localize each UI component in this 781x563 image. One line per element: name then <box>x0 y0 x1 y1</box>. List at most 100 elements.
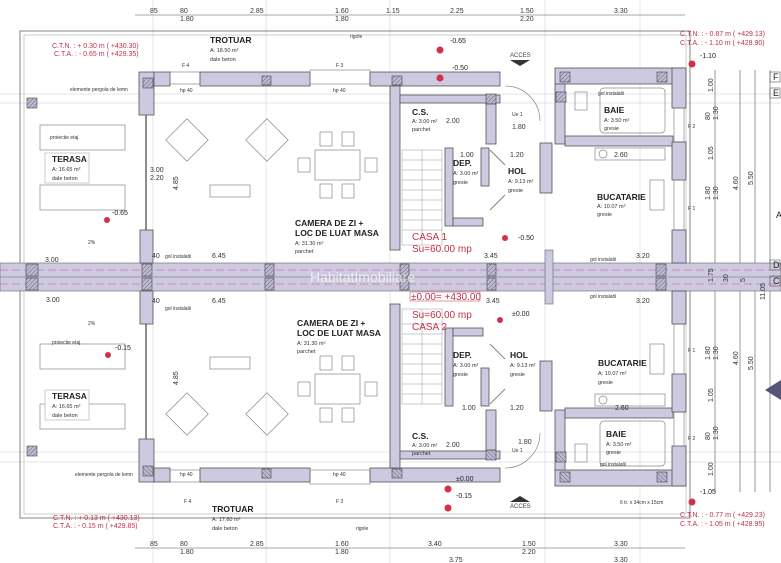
room-cs-1: C.S. A: 3.00 m² parchet <box>412 107 438 133</box>
dimension-label: 1.60 <box>335 541 349 548</box>
casa-1-area: Su=60.00 mp <box>412 244 472 255</box>
note: Ue 1 <box>512 112 523 118</box>
room-name: BAIE <box>606 429 627 439</box>
cta-bottom-right: C.T.A. : - 1.05 m ( +428.95) <box>680 521 765 528</box>
elevation-label: -1.10 <box>700 53 716 60</box>
casa-2-label: CASA 2 <box>412 322 447 333</box>
dimension-label: 1.20 <box>510 405 524 412</box>
dimension-label: 2.60 <box>615 405 629 412</box>
note: F 2 <box>688 436 695 442</box>
axis-label: C <box>773 276 780 286</box>
arrow-up-icon <box>510 496 530 502</box>
access-label: ACCES <box>510 53 531 59</box>
room-finish: dale beton <box>52 413 78 419</box>
room-finish: dale beton <box>52 176 78 182</box>
note: proiectie etaj <box>52 340 80 346</box>
dimension-label: 3.20 <box>636 253 650 260</box>
dimension-label: 3.00 <box>46 297 60 304</box>
dimension-label: 80 <box>180 541 188 548</box>
room-name: DEP. <box>453 350 472 360</box>
note: hp 40 <box>180 88 193 94</box>
dimension-label: 3.45 <box>486 298 500 305</box>
dimension-label: 1.80 <box>335 549 349 556</box>
room-area: A: 9.13 m² <box>510 363 536 369</box>
note: F 4 <box>184 499 191 505</box>
room-area: A: 3.00 m² <box>412 443 438 449</box>
ctn-top-right: C.T.N. : - 0.87 m ( +429.13) <box>680 31 765 38</box>
room-area: A: 16.65 m² <box>52 404 81 410</box>
note: 6 tr. x 34cm x 15cm <box>620 500 663 506</box>
room-name: HOL <box>510 350 528 360</box>
dimension-label: 40 <box>152 253 160 260</box>
room-finish: parchet <box>295 249 314 255</box>
dimension-label: 80 <box>705 432 712 440</box>
room-finish: dale beton <box>210 57 236 63</box>
room-finish: gresie <box>606 450 621 456</box>
room-area: A: 10.07 m² <box>598 371 627 377</box>
dimension-label: 40 <box>152 298 160 305</box>
room-finish: parchet <box>412 127 431 133</box>
dimension-label: 1.80 <box>518 439 532 446</box>
room-area: A: 3.00 m² <box>453 171 479 177</box>
room-finish: gresie <box>598 380 613 386</box>
dimension-label: 1.30 <box>713 346 720 360</box>
room-name: HOL <box>508 166 526 176</box>
dimension-label: 1.05 <box>708 146 715 160</box>
casa-1-label: CASA 1 <box>412 232 447 243</box>
room-trotuar-bottom: TROTUAR A: 17.60 m² dale beton <box>212 504 254 532</box>
room-finish: dale beton <box>212 526 238 532</box>
elevation-label: -0.50 <box>452 65 468 72</box>
dimension-label: 1.00 <box>460 152 474 159</box>
room-camera-2: CAMERA DE ZI + LOC DE LUAT MASA A: 31.30… <box>297 318 381 355</box>
note: F 3 <box>336 63 343 69</box>
room-area: A: 31.30 m² <box>295 241 324 247</box>
note: hp 40 <box>180 472 193 478</box>
elevation-label: -0.15 <box>456 493 472 500</box>
dimension-label: 2.00 <box>446 118 460 125</box>
room-name: TROTUAR <box>210 35 252 45</box>
dimension-label: 2.20 <box>522 549 536 556</box>
room-name: BAIE <box>604 105 625 115</box>
dimension-label: 1.50 <box>520 8 534 15</box>
room-area: A: 10.07 m² <box>597 204 626 210</box>
elevation-marks: -0.65 -0.50 -1.10 -0.65 -0.50 ±0.00 -0.1… <box>112 38 716 500</box>
dimension-label: 1.80 <box>180 16 194 23</box>
room-finish: parchet <box>297 349 316 355</box>
staircase <box>401 149 443 246</box>
room-name: TROTUAR <box>212 504 254 514</box>
dimension-label: 3.30 <box>614 557 628 563</box>
dimension-label: 1.00 <box>462 405 476 412</box>
room-name: TERASA <box>52 391 87 401</box>
room-finish: gresie <box>597 212 612 218</box>
dimension-label: 1.30 <box>713 186 720 200</box>
room-area: A: 17.60 m² <box>212 517 241 523</box>
dimension-label: 30 <box>723 274 730 282</box>
room-finish: gresie <box>604 126 619 132</box>
room-area: A: 3.00 m² <box>412 119 438 125</box>
furniture <box>39 87 666 211</box>
notes: rigole rigole elemente pergola de lemn e… <box>50 34 695 532</box>
dimension-label: 3.40 <box>428 541 442 548</box>
dimension-label: 3.30 <box>614 541 628 548</box>
room-terasa-2: TERASA A: 16.65 m² dale beton <box>44 389 90 421</box>
note: F 1 <box>688 206 695 212</box>
cta-top-left: C.T.A. : - 0.65 m ( +429.35) <box>54 51 139 58</box>
dimension-label: 3.45 <box>484 253 498 260</box>
elevation-label: -0.65 <box>450 38 466 45</box>
axis-bubble <box>769 275 781 287</box>
dimension-label: 1.80 <box>705 346 712 360</box>
room-baie-1: BAIE A: 3.50 m² gresie <box>604 105 630 132</box>
room-trotuar-top: TROTUAR A: 18.50 m² dale beton <box>210 35 252 63</box>
room-name: C.S. <box>412 107 429 117</box>
access-label: ACCES <box>510 504 531 510</box>
room-dep-1: DEP. A: 3.00 m² gresie <box>453 158 479 186</box>
note: 2% <box>88 240 96 246</box>
dimension-label: 2.85 <box>250 541 264 548</box>
note: elemente pergola de lemn <box>75 472 133 478</box>
dimension-label: 1.30 <box>713 106 720 120</box>
cta-bottom-left: C.T.A. : - 0.15 m ( +429.85) <box>53 523 138 530</box>
note: F 2 <box>688 124 695 130</box>
